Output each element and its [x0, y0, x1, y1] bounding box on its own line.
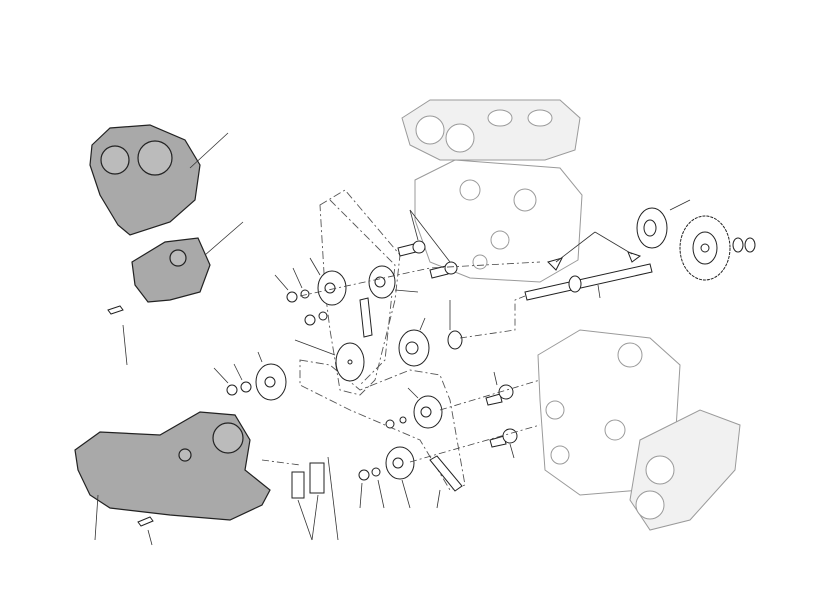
cam-cover-lower-ghost: [629, 409, 741, 531]
crank-gear: [398, 317, 430, 367]
nuts-and-washers: [213, 237, 756, 509]
tensioner-pulley-1: [309, 257, 347, 306]
lower-belt-cover: [74, 411, 271, 541]
idler-pulley-1: [368, 265, 419, 299]
flange-disc: [294, 339, 365, 382]
cam-gear-large: [669, 199, 731, 281]
cylinder-head-upper-ghost: [414, 159, 583, 283]
middle-belt-cover: [131, 221, 244, 303]
assembly-axes: [261, 261, 541, 466]
cam-pulley-small: [636, 207, 668, 249]
upper-belt-cover: [89, 124, 229, 236]
cover-bolt-lower: [137, 516, 154, 546]
drive-gear-left: [255, 351, 287, 401]
cam-cover-ghost: [401, 99, 581, 161]
timing-belt-upper: [319, 189, 401, 396]
sensor-pads: [291, 456, 339, 541]
cover-bolt-upper: [107, 305, 128, 366]
belt-sections: [359, 297, 463, 509]
studs: [397, 209, 518, 459]
idler-pulley-2: [385, 446, 415, 509]
camshaft: [524, 231, 653, 301]
tensioner-pulley-2: [407, 387, 443, 429]
